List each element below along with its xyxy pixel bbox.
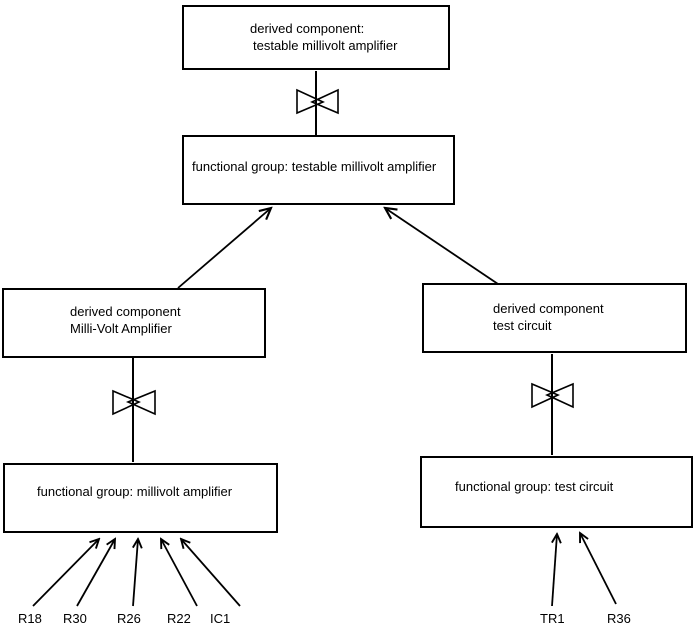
node-label-line2: test circuit (493, 318, 552, 333)
arrow-r26 (133, 539, 138, 607)
node-functional-group-test-circuit: functional group: test circuit (420, 456, 693, 528)
node-derived-milli-volt-amplifier: derived component Milli-Volt Amplifier (2, 288, 266, 358)
arrow-millivolt-to-testable (177, 208, 271, 289)
node-label-line2: Milli-Volt Amplifier (70, 321, 172, 336)
leaf-label-r30: R30 (63, 611, 87, 626)
bowtie-connector-top-icon (296, 88, 339, 115)
node-functional-group-millivolt-amplifier: functional group: millivolt amplifier (3, 463, 278, 533)
node-derived-test-circuit: derived component test circuit (422, 283, 687, 353)
leaf-label-r36: R36 (607, 611, 631, 626)
node-derived-testable-millivolt-amplifier: derived component: testable millivolt am… (182, 5, 450, 70)
node-label-line1: derived component (70, 304, 181, 319)
bowtie-connector-left-icon (112, 389, 156, 416)
leaf-label-r22: R22 (167, 611, 191, 626)
arrow-r30 (76, 539, 115, 607)
arrow-tr1 (552, 534, 557, 607)
node-label: functional group: testable millivolt amp… (192, 159, 437, 174)
node-label: functional group: millivolt amplifier (37, 484, 233, 499)
node-label-line2: testable millivolt amplifier (253, 38, 398, 53)
node-label-line1: derived component (493, 301, 604, 316)
arrow-testcircuit-to-testable (385, 208, 499, 285)
arrow-r36 (580, 533, 617, 605)
arrow-ic1 (181, 539, 241, 607)
arrow-r22 (161, 539, 198, 607)
leaf-label-r18: R18 (18, 611, 42, 626)
leaf-label-ic1: IC1 (210, 611, 231, 626)
leaf-label-r26: R26 (117, 611, 141, 626)
node-label-line1: derived component: (250, 21, 365, 36)
arrow-r18 (32, 539, 99, 607)
node-functional-group-testable-millivolt-amplifier: functional group: testable millivolt amp… (182, 135, 455, 205)
node-label: functional group: test circuit (455, 479, 614, 494)
bowtie-connector-right-icon (531, 382, 574, 409)
leaf-label-tr1: TR1 (540, 611, 565, 626)
